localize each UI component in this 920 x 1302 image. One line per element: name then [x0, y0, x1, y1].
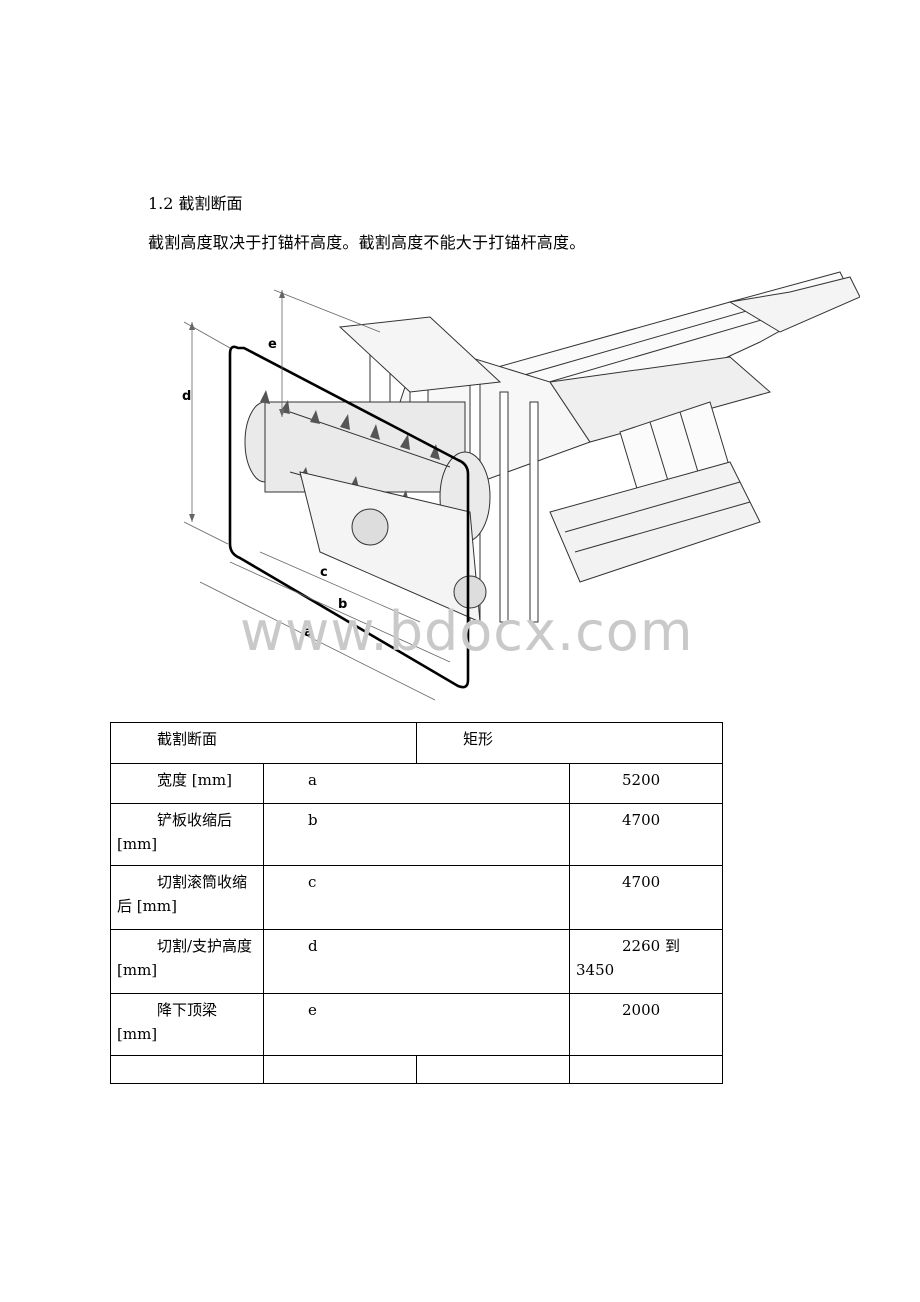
empty-cell [110, 1055, 264, 1084]
empty-cell [416, 1055, 571, 1084]
empty-cell [262, 1055, 418, 1084]
label-a: a [304, 625, 313, 640]
label-e: e [268, 337, 277, 352]
row-key: a [262, 763, 571, 804]
row-label: 切割滚筒收缩后 [mm] [110, 865, 264, 930]
row-value: 4700 [569, 803, 724, 866]
table-row: 铲板收缩后 [mm] b 4700 [110, 803, 724, 866]
row-value: 4700 [569, 865, 724, 930]
table-row: 降下顶梁 [mm] e 2000 [110, 993, 724, 1056]
profile-outline [228, 345, 470, 689]
label-c: c [320, 565, 328, 580]
header-left-cell: 截割断面 [109, 722, 418, 764]
row-value: 5200 [569, 763, 724, 804]
row-value: 2260 到 3450 [569, 929, 724, 994]
table-empty-row [110, 1055, 724, 1084]
row-label: 降下顶梁 [mm] [110, 993, 264, 1056]
row-label: 切割/支护高度 [mm] [110, 929, 264, 994]
empty-cell [569, 1055, 724, 1084]
label-d: d [182, 389, 191, 404]
table-row: 切割/支护高度 [mm] d 2260 到 3450 [110, 929, 724, 994]
header-right-cell: 矩形 [416, 722, 724, 764]
section-heading: 1.2 截割断面 [148, 194, 243, 213]
dimension-lines [183, 289, 451, 701]
row-key: b [262, 803, 571, 866]
spec-table: 截割断面 矩形 宽度 [mm] a 5200 铲板收缩后 [mm] b 4700… [109, 722, 724, 1084]
table-header-row: 截割断面 矩形 [109, 722, 724, 764]
row-key: d [262, 929, 571, 994]
watermark: www.bdocx.com [240, 600, 694, 663]
machine-body [244, 271, 860, 623]
row-label: 宽度 [mm] [110, 763, 264, 804]
intro-paragraph: 截割高度取决于打锚杆高度。截割高度不能大于打锚杆高度。 [148, 233, 586, 252]
dimension-arrows [189, 290, 285, 522]
row-key: c [262, 865, 571, 930]
row-label: 铲板收缩后 [mm] [110, 803, 264, 866]
table-row: 切割滚筒收缩后 [mm] c 4700 [110, 865, 724, 930]
machine-diagram: d e c b a [182, 271, 860, 701]
row-value: 2000 [569, 993, 724, 1056]
label-b: b [338, 597, 347, 612]
table-row: 宽度 [mm] a 5200 [110, 763, 724, 804]
row-key: e [262, 993, 571, 1056]
